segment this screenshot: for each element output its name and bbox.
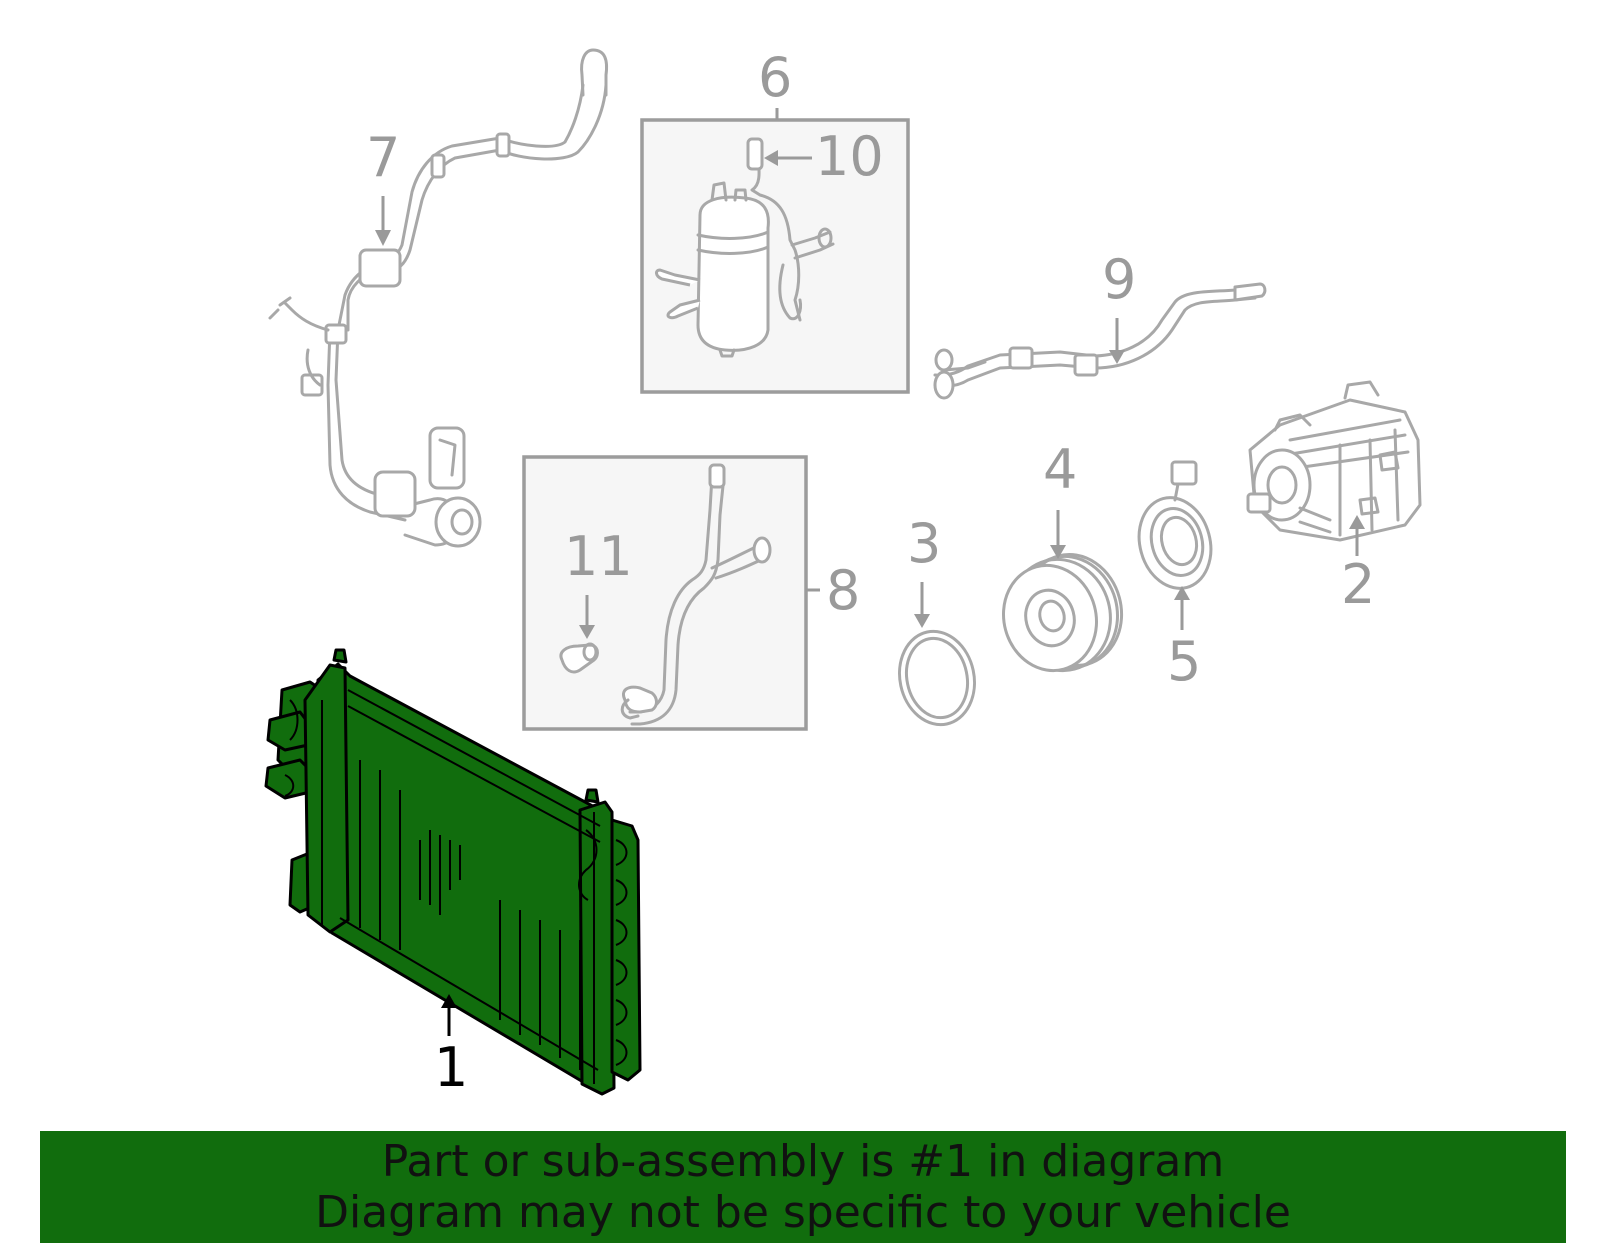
callout-11-label: 11 — [564, 525, 633, 588]
part-4-drawing[interactable] — [992, 543, 1134, 682]
callout-3: 3 — [907, 512, 941, 628]
part-9-hose-drawing[interactable] — [933, 282, 1267, 400]
callout-4: 4 — [1043, 438, 1077, 559]
callout-6-label: 6 — [758, 46, 792, 109]
part-1-condenser-highlighted[interactable] — [264, 648, 642, 1096]
banner-line-2: Diagram may not be specific to your vehi… — [315, 1187, 1291, 1238]
callout-9-label: 9 — [1102, 248, 1136, 311]
callout-2: 2 — [1341, 515, 1375, 616]
callout-4-label: 4 — [1043, 438, 1077, 501]
callout-1: 1 — [434, 994, 468, 1099]
callout-3-label: 3 — [907, 512, 941, 575]
callout-5: 5 — [1167, 586, 1201, 693]
part-6-box[interactable] — [640, 108, 910, 394]
callout-8: 8 — [826, 559, 860, 622]
callout-11: 11 — [564, 525, 633, 639]
callout-1-label: 1 — [434, 1036, 468, 1099]
callout-5-label: 5 — [1167, 630, 1201, 693]
info-banner: Part or sub-assembly is #1 in diagram Di… — [40, 1131, 1566, 1243]
callout-10-label: 10 — [815, 125, 884, 188]
part-5-drawing[interactable] — [1129, 460, 1220, 596]
callout-9: 9 — [1102, 248, 1136, 364]
callout-10: 10 — [764, 125, 884, 188]
banner-line-1: Part or sub-assembly is #1 in diagram — [381, 1136, 1225, 1187]
part-8-box[interactable] — [522, 455, 820, 731]
part-7-hose-drawing[interactable] — [268, 48, 609, 548]
part-2-drawing[interactable] — [1246, 380, 1422, 542]
callout-7-label: 7 — [366, 126, 400, 189]
part-3-drawing[interactable] — [891, 624, 983, 731]
callout-6: 6 — [758, 46, 792, 109]
callout-8-label: 8 — [826, 559, 860, 622]
part-11-drawing[interactable] — [559, 642, 599, 674]
callout-2-label: 2 — [1341, 553, 1375, 616]
callout-7: 7 — [366, 126, 400, 246]
